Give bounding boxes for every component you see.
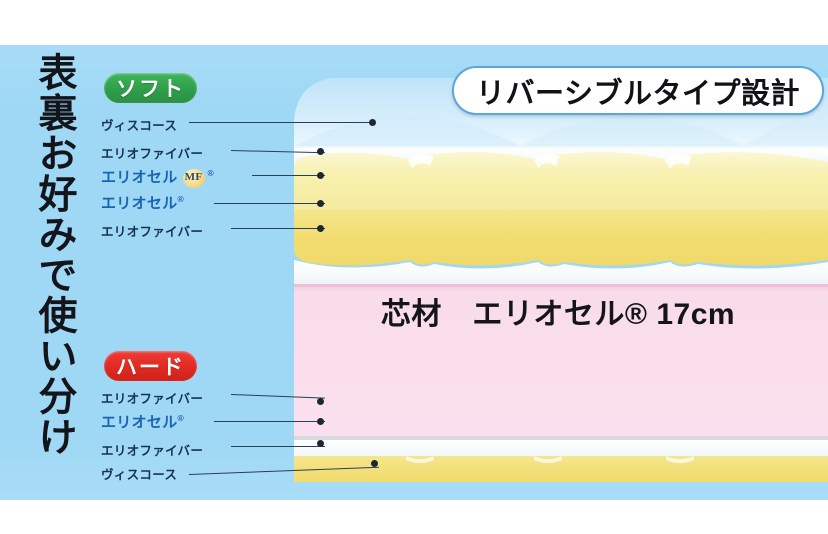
leader-dot-hard-0 bbox=[317, 398, 324, 405]
soft-layer-3-text: エリオセル bbox=[101, 195, 178, 212]
page-title-vertical: 表裏お好みで使い分け bbox=[33, 52, 76, 457]
core-label-wrapper: 芯材 エリオセル® 17cm bbox=[288, 288, 828, 334]
soft-layer-2-text: エリオセル bbox=[101, 169, 178, 186]
badge-reversible-design: リバーシブルタイプ設計 bbox=[452, 66, 824, 115]
leader-dot-hard-2 bbox=[317, 440, 324, 447]
hard-layer-1-reg: ® bbox=[177, 413, 185, 423]
badge-soft: ソフト bbox=[104, 73, 197, 103]
leader-line-hard-2 bbox=[231, 446, 325, 447]
mf-badge-text: MF bbox=[184, 170, 203, 183]
leader-line-soft-0 bbox=[189, 122, 370, 123]
hard-layer-3-text: ヴィスコース bbox=[101, 468, 178, 482]
leader-dot-soft-3 bbox=[317, 200, 324, 207]
soft-layer-label-eliocel: エリオセル® bbox=[101, 192, 184, 213]
leader-dot-hard-1 bbox=[317, 418, 324, 425]
hard-layer-1-text: エリオセル bbox=[101, 414, 178, 431]
soft-layer-0-text: ヴィスコース bbox=[101, 119, 178, 133]
soft-layer-3-reg: ® bbox=[177, 194, 185, 204]
soft-layer-label-fiber-top: エリオファイバー bbox=[101, 143, 203, 162]
hard-layer-label-eliocel: エリオセル® bbox=[101, 411, 184, 432]
leader-line-soft-4 bbox=[231, 228, 325, 229]
leader-dot-soft-0 bbox=[369, 119, 376, 126]
soft-layer-label-eliocel-mf: エリオセル MF ® bbox=[101, 166, 214, 188]
hard-layer-2-text: エリオファイバー bbox=[101, 444, 204, 458]
soft-layer-label-fiber-bottom: エリオファイバー bbox=[101, 221, 203, 240]
leader-dot-soft-2 bbox=[317, 172, 324, 179]
mattress-cross-section-illustration bbox=[288, 62, 828, 482]
leader-line-hard-1 bbox=[214, 421, 325, 422]
soft-layer-2-reg: ® bbox=[207, 168, 215, 178]
hard-layer-label-fiber-bottom: エリオファイバー bbox=[101, 440, 203, 459]
hard-layer-label-fiber-top: エリオファイバー bbox=[101, 388, 203, 407]
badge-reversible-label: リバーシブルタイプ設計 bbox=[476, 77, 800, 110]
hard-layer-label-viscose: ヴィスコース bbox=[101, 464, 177, 483]
soft-layer-4-text: エリオファイバー bbox=[101, 225, 204, 239]
core-label: 芯材 エリオセル® 17cm bbox=[380, 298, 736, 331]
leader-dot-soft-4 bbox=[317, 225, 324, 232]
mf-badge-icon: MF bbox=[182, 168, 207, 188]
soft-layer-label-viscose: ヴィスコース bbox=[101, 115, 177, 134]
badge-hard-label: ハード bbox=[116, 356, 185, 379]
badge-hard: ハード bbox=[104, 351, 197, 381]
badge-soft-label: ソフト bbox=[116, 78, 185, 101]
leader-line-soft-3 bbox=[214, 203, 325, 204]
soft-layer-1-text: エリオファイバー bbox=[101, 147, 204, 161]
leader-dot-soft-1 bbox=[317, 148, 324, 155]
hard-layer-0-text: エリオファイバー bbox=[101, 392, 204, 406]
leader-line-soft-2 bbox=[252, 175, 325, 176]
leader-dot-hard-3 bbox=[371, 460, 378, 467]
